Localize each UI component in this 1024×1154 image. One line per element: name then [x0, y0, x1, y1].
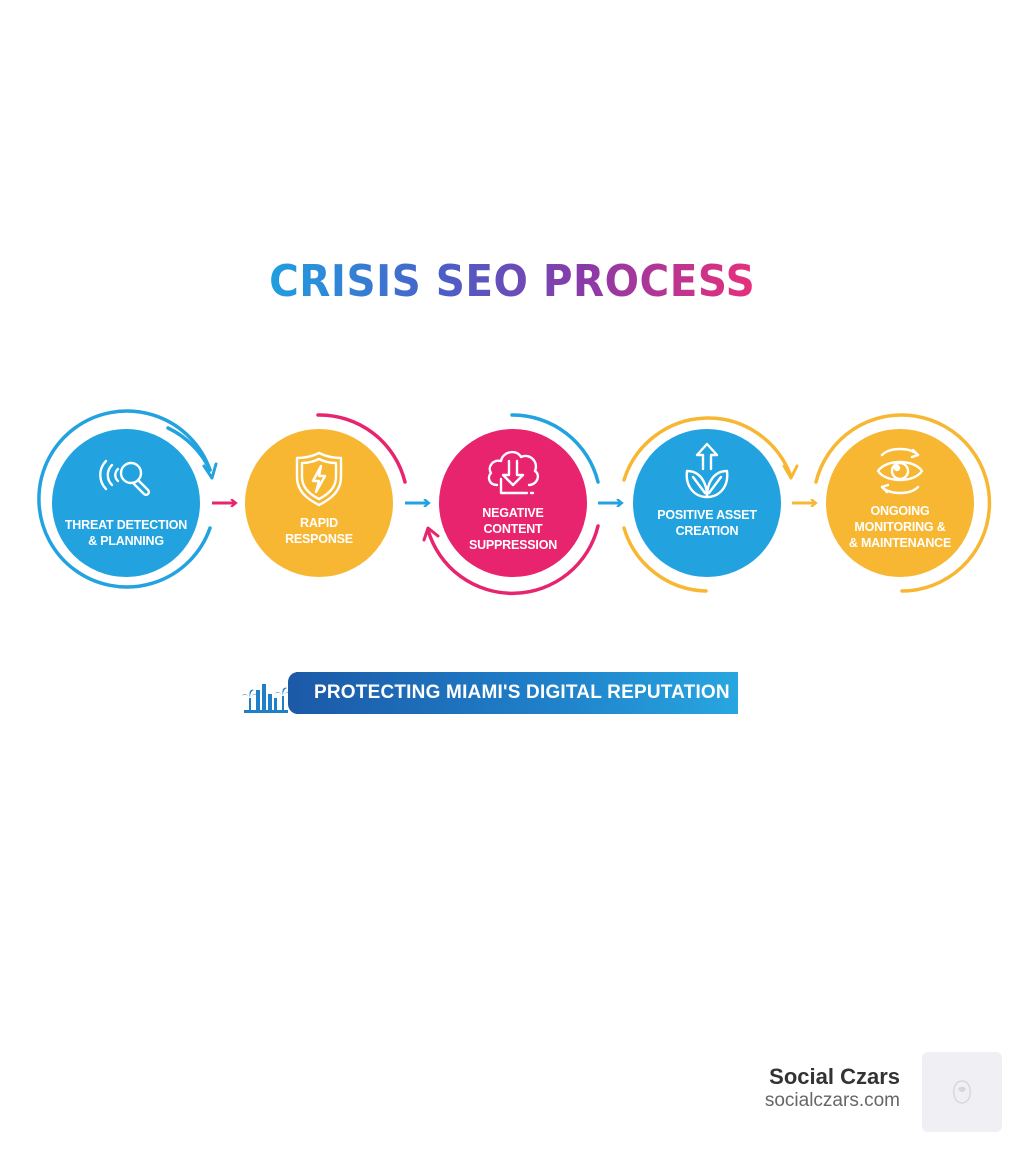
- step-label: THREAT DETECTION& PLANNING: [64, 518, 188, 548]
- banner-text: PROTECTING MIAMI'S DIGITAL REPUTATION: [314, 682, 730, 703]
- step-1-ring: [37, 409, 218, 589]
- cloud-download-icon: [487, 450, 540, 495]
- miami-skyline-icon: [242, 684, 290, 713]
- brand-logo: [922, 1052, 1002, 1132]
- brand-name: Social Czars: [769, 1064, 900, 1089]
- brand-url: socialczars.com: [764, 1090, 900, 1111]
- shield-lightning-icon: [295, 451, 343, 507]
- step-5-ring: [814, 413, 992, 593]
- step-3-arc-top: [510, 413, 600, 484]
- tagline-banner: PROTECTING MIAMI'S DIGITAL REPUTATION: [296, 672, 738, 714]
- radar-search-icon: [99, 459, 151, 497]
- brand-block: Social Czars socialczars.com: [765, 1064, 900, 1112]
- step-2-arc: [316, 413, 407, 484]
- bear-logo-icon: [953, 1080, 971, 1104]
- step-4-ring: [622, 416, 799, 593]
- sprout-arrow-up-icon: [685, 442, 729, 499]
- step-threat-detection: THREAT DETECTION& PLANNING: [52, 429, 200, 577]
- eye-cycle-icon: [876, 447, 924, 495]
- step-3-arc-bottom: [422, 524, 600, 596]
- page-title: CRISIS SEO PROCESS: [268, 256, 756, 307]
